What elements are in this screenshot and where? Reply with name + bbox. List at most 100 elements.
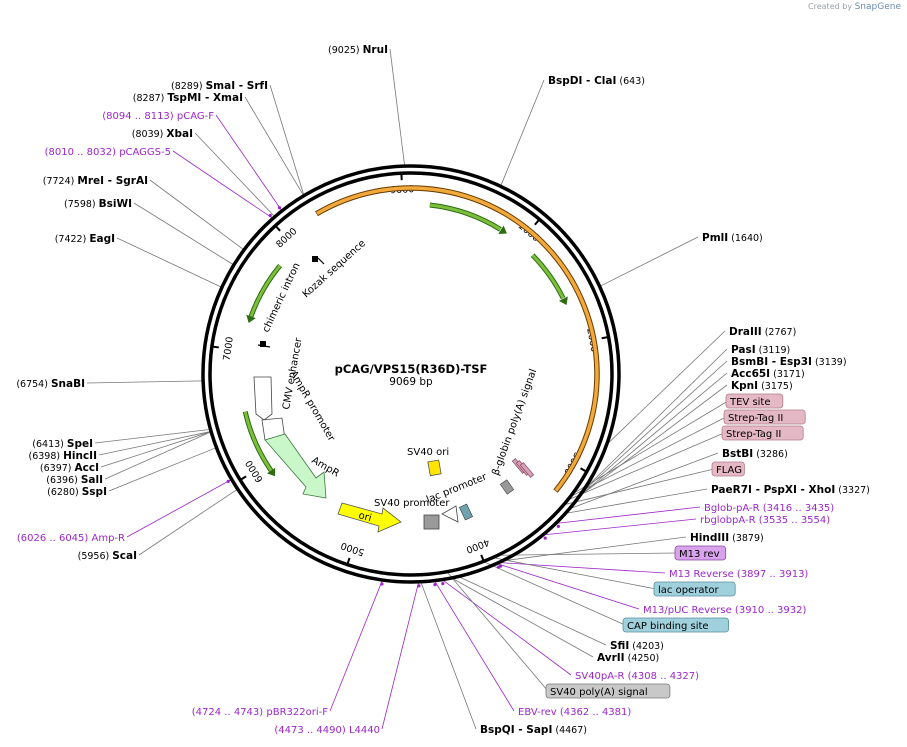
tag-mark-2	[519, 462, 535, 478]
enzyme-position: (8289)	[171, 81, 206, 92]
enzyme-line-xbai	[194, 132, 276, 218]
primer-range: (3910 .. 3932)	[732, 605, 807, 616]
enzyme-label-hincii: (6398) HincII	[28, 450, 97, 462]
enzyme-line-mrei	[149, 179, 245, 251]
tick-7000	[211, 345, 219, 349]
feature-line-sv40-poly-a-signal	[445, 570, 549, 692]
enzyme-name: DraIII	[729, 326, 762, 338]
enzyme-position: (1640)	[728, 233, 763, 244]
enzyme-line-pmli	[599, 236, 699, 287]
lac-promoter-arrow	[441, 505, 459, 523]
enzyme-name: - SgrAI	[104, 175, 148, 187]
tick-2000	[601, 336, 609, 340]
tick-label-4000: 4000	[464, 536, 491, 555]
primer-line-l4440	[381, 581, 420, 730]
label-layer: (9025) NruI BspDI - ClaI (643) (8289) SmaI…	[16, 44, 870, 736]
enzyme-name: AvrII	[597, 652, 625, 664]
primer-name: pBR322ori-F	[266, 707, 328, 718]
enzyme-line-smai	[269, 84, 305, 196]
enzyme-name: Acc65I	[731, 368, 770, 380]
enzyme-line-sfii	[458, 576, 607, 646]
enzyme-name: BspDI	[548, 75, 582, 87]
primer-line-pcaggs-5	[172, 150, 274, 219]
primer-mark-m13-puc-reverse	[496, 565, 501, 569]
primer-mark-amp-r	[226, 479, 230, 483]
enzyme-label-eagi: (7422) EagI	[55, 233, 115, 245]
enzyme-name: TspMI	[167, 92, 201, 104]
primer-range: (3535 .. 3554)	[756, 515, 831, 526]
enzyme-position: (4250)	[625, 653, 660, 664]
primer-label-l4440: (4473 .. 4490) L4440	[274, 725, 380, 736]
primer-range: (8010 .. 8032)	[45, 147, 120, 158]
primer-mark-bglob-pa-r	[556, 524, 560, 528]
primer-line-bglob-pa-r	[555, 506, 701, 524]
primer-name: SV40pA-R	[575, 671, 624, 682]
enzyme-position: (9025)	[328, 45, 363, 56]
primer-line-m13-reverse	[498, 562, 666, 574]
enzyme-position: (5956)	[78, 551, 113, 562]
plasmid-name: pCAG/VPS15(R36D)-TSF	[335, 362, 488, 376]
primer-mark-ebv-rev	[433, 583, 437, 587]
primer-label-sv40pa-r: SV40pA-R (4308 .. 4327)	[575, 671, 699, 682]
green-arrowhead-1	[558, 296, 568, 305]
primer-label-m13-puc-reverse: M13/pUC Reverse (3910 .. 3932)	[643, 605, 806, 616]
feature-box-label-m13-rev: M13 rev	[679, 549, 720, 560]
enzyme-label-bspdi: BspDI - ClaI (643)	[548, 75, 645, 87]
chimeric-intron-arrow	[249, 264, 282, 317]
sv40-promoter-box	[423, 514, 440, 530]
enzyme-name: BsmBI	[731, 356, 768, 368]
enzyme-position: (6754)	[16, 379, 51, 390]
enzyme-position: (6398)	[28, 451, 63, 462]
enzyme-label-hindiii: HindIII (3879)	[690, 532, 764, 544]
enzyme-label-pasi: PasI (3119)	[731, 344, 790, 356]
enzyme-name: MreI	[77, 175, 104, 187]
enzyme-label-bstbi: BstBI (3286)	[722, 448, 788, 460]
kozak-label: Kozak sequence	[301, 238, 368, 300]
primer-label-rbglobpa-r: rbglobpA-R (3535 .. 3554)	[700, 515, 830, 526]
primer-mark-l4440	[417, 584, 421, 588]
primer-label-ebv-rev: EBV-rev (4362 .. 4381)	[518, 707, 631, 718]
tick-label-6000: 6000	[244, 458, 266, 484]
green-arrow-top-outline	[429, 202, 502, 232]
primer-name: pCAGGS-5	[119, 147, 171, 158]
enzyme-line-spei	[94, 428, 211, 444]
tick-4000	[480, 554, 485, 562]
ampr-arrow	[264, 433, 327, 499]
enzyme-name: SmaI	[206, 80, 236, 92]
enzyme-name: SalI	[81, 474, 103, 486]
feature-box-m13-rev	[674, 545, 727, 561]
enzyme-name: BsiWI	[99, 198, 132, 210]
enzyme-line-scai	[138, 488, 238, 556]
kozak-tick	[317, 257, 325, 265]
primer-label-pcag-f: (8094 .. 8113) pCAG-F	[102, 111, 214, 122]
enzyme-position: (3175)	[758, 381, 793, 392]
enzyme-name: - XmaI	[201, 92, 243, 104]
enzyme-label-sfii: SfiI (4203)	[610, 640, 664, 652]
enzyme-label-nrui: (9025) NruI	[328, 44, 388, 56]
feature-line-strep-tag-ii	[565, 432, 725, 502]
feature-box-label-sv40-poly-a-signal: SV40 poly(A) signal	[550, 687, 648, 698]
enzyme-label-sali: (6396) SalI	[46, 474, 103, 486]
enzyme-position: (6396)	[46, 475, 81, 486]
sv40-promoter-label: SV40 promoter	[374, 498, 450, 509]
primer-line-m13-puc-reverse	[496, 563, 640, 610]
snapgene-credit: Created by SnapGene	[808, 2, 901, 12]
enzyme-label-avrii: AvrII (4250)	[597, 652, 659, 664]
primer-range: (3416 .. 3435)	[760, 503, 835, 514]
feature-line-tev-site	[569, 400, 729, 496]
enzyme-name: - PspXI	[752, 484, 797, 496]
backbone-inner	[208, 171, 614, 577]
snapgene-logo: SnapGene	[854, 2, 901, 12]
primer-line-sv40pa-r	[441, 579, 572, 676]
primer-line-pcag-f	[215, 114, 283, 212]
enzyme-position: (7598)	[64, 199, 99, 210]
enzyme-name: AccI	[75, 462, 99, 474]
enzyme-label-acc65i: Acc65I (3171)	[731, 368, 805, 380]
enzyme-label-snabi: (6754) SnaBI	[16, 378, 85, 390]
primer-mark-pbr322ori-f	[380, 582, 384, 586]
backbone-outer	[201, 164, 621, 584]
enzyme-label-draiii: DraIII (2767)	[729, 326, 796, 338]
enzyme-position: (3879)	[729, 533, 764, 544]
enzyme-line-bstbi	[569, 452, 719, 510]
enzyme-name: XbaI	[166, 128, 193, 140]
